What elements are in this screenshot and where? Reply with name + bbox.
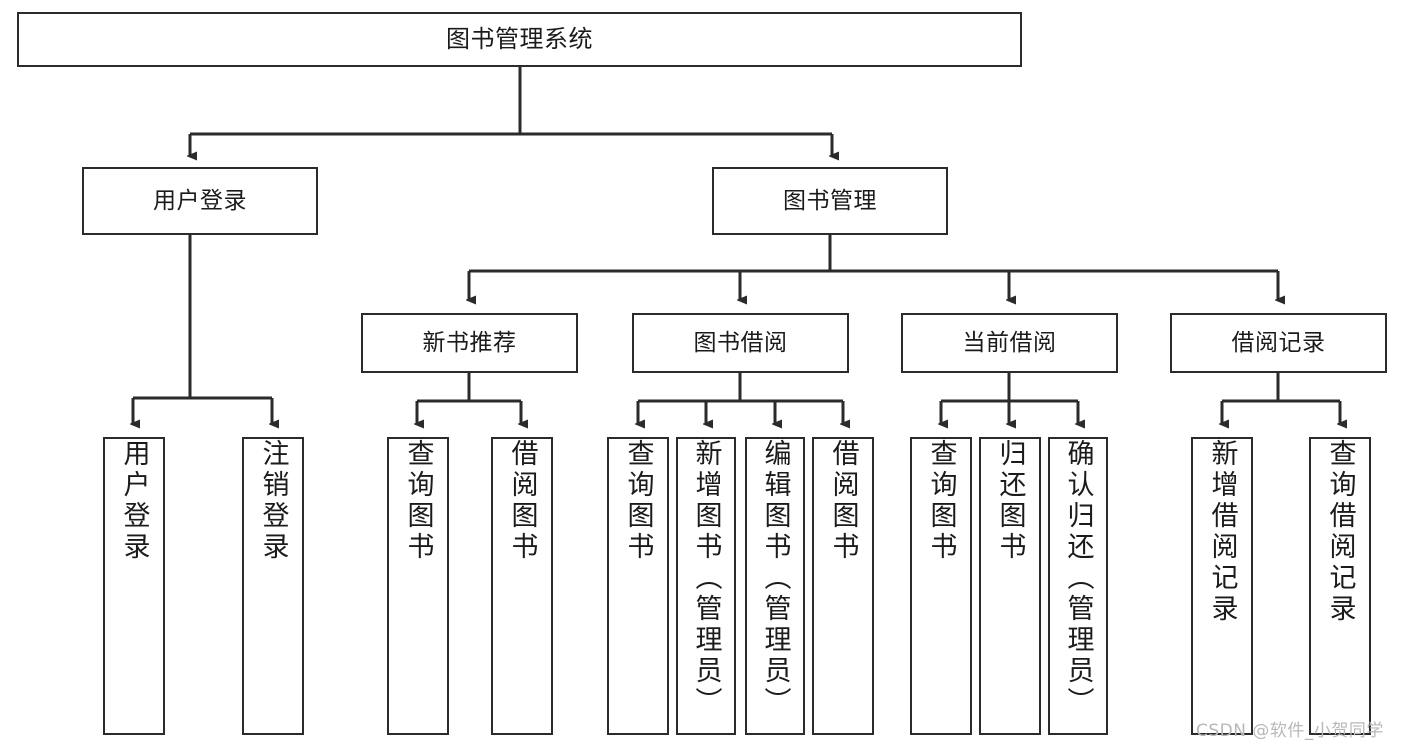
leaf-query-book-recommend[interactable]: 查询图书 xyxy=(387,437,449,735)
node-root-book-management-system[interactable]: 图书管理系统 xyxy=(17,12,1022,67)
node-label: 确认归还（管理员） xyxy=(1062,439,1094,718)
node-label: 查询图书 xyxy=(925,439,957,563)
leaf-query-book-borrow[interactable]: 查询图书 xyxy=(607,437,669,735)
node-label: 新增借阅记录 xyxy=(1206,439,1238,625)
node-label: 注销登录 xyxy=(257,439,289,563)
node-label: 查询图书 xyxy=(622,439,654,563)
csdn-watermark: CSDN @软件_小贺同学 xyxy=(1196,721,1384,741)
leaf-add-book-admin[interactable]: 新增图书（管理员） xyxy=(676,437,736,735)
node-label: 图书管理系统 xyxy=(446,24,593,53)
node-borrow-record[interactable]: 借阅记录 xyxy=(1170,313,1387,373)
leaf-query-borrow-record[interactable]: 查询借阅记录 xyxy=(1309,437,1371,735)
leaf-borrow-book-recommend[interactable]: 借阅图书 xyxy=(491,437,553,735)
node-label: 图书借阅 xyxy=(693,329,788,356)
node-label: 用户登录 xyxy=(153,187,247,214)
leaf-query-book-current[interactable]: 查询图书 xyxy=(910,437,972,735)
node-user-login[interactable]: 用户登录 xyxy=(82,167,318,235)
node-label: 图书管理 xyxy=(783,187,877,214)
node-label: 查询借阅记录 xyxy=(1324,439,1356,625)
node-label: 查询图书 xyxy=(402,439,434,563)
leaf-user-login[interactable]: 用户登录 xyxy=(103,437,165,735)
node-label: 编辑图书（管理员） xyxy=(759,439,791,718)
node-label: 新增图书（管理员） xyxy=(690,439,722,718)
node-label: 新书推荐 xyxy=(422,329,517,356)
node-label: 借阅记录 xyxy=(1231,329,1326,356)
leaf-return-book[interactable]: 归还图书 xyxy=(979,437,1041,735)
node-label: 当前借阅 xyxy=(962,329,1057,356)
node-book-borrow[interactable]: 图书借阅 xyxy=(632,313,849,373)
leaf-confirm-return-admin[interactable]: 确认归还（管理员） xyxy=(1048,437,1108,735)
node-current-borrow[interactable]: 当前借阅 xyxy=(901,313,1118,373)
node-label: 借阅图书 xyxy=(506,439,538,563)
leaf-edit-book-admin[interactable]: 编辑图书（管理员） xyxy=(745,437,805,735)
leaf-add-borrow-record[interactable]: 新增借阅记录 xyxy=(1191,437,1253,735)
node-book-management[interactable]: 图书管理 xyxy=(712,167,948,235)
node-new-book-recommend[interactable]: 新书推荐 xyxy=(361,313,578,373)
leaf-borrow-book[interactable]: 借阅图书 xyxy=(812,437,874,735)
node-label: 借阅图书 xyxy=(827,439,859,563)
node-label: 用户登录 xyxy=(118,439,150,563)
leaf-user-logout[interactable]: 注销登录 xyxy=(242,437,304,735)
node-label: 归还图书 xyxy=(994,439,1026,563)
